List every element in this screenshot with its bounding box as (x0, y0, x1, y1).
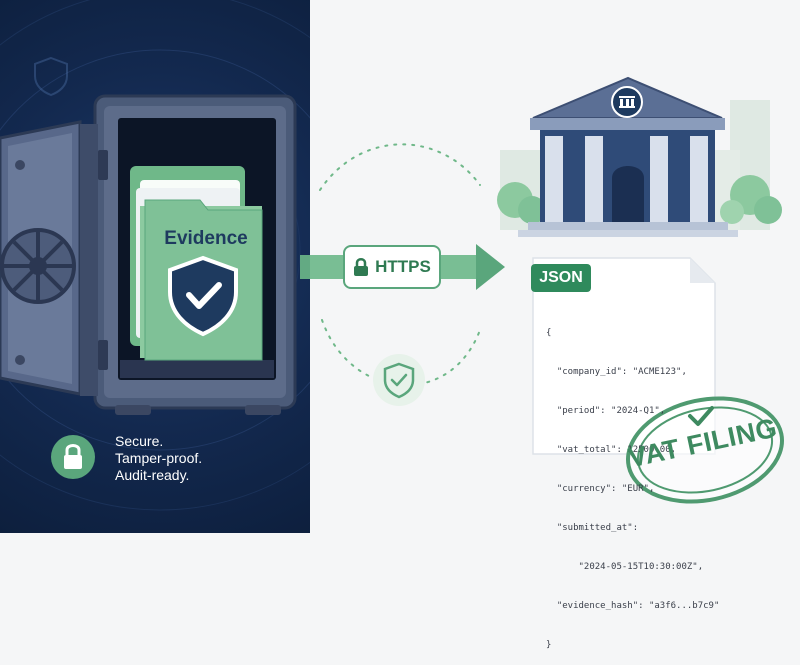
bank-icon (497, 78, 782, 237)
https-badge: HTTPS (343, 245, 441, 289)
shield-icon (373, 354, 425, 406)
code-line: "submitted_at": (546, 522, 719, 535)
code-line: "period": "2024-Q1", (546, 405, 719, 418)
code-line: "evidence_hash": "a3f6...b7c9" (546, 600, 719, 613)
lock-icon (353, 258, 369, 276)
code-line: "currency": "EUR", (546, 483, 719, 496)
code-line: "2024-05-15T10:30:00Z", (546, 561, 719, 574)
json-badge: JSON (531, 264, 591, 292)
code-line: "company_id": "ACME123", (546, 366, 719, 379)
code-line: } (546, 639, 719, 652)
json-code: { "company_id": "ACME123", "period": "20… (546, 301, 719, 665)
code-line: { (546, 327, 719, 340)
https-label: HTTPS (375, 257, 431, 277)
